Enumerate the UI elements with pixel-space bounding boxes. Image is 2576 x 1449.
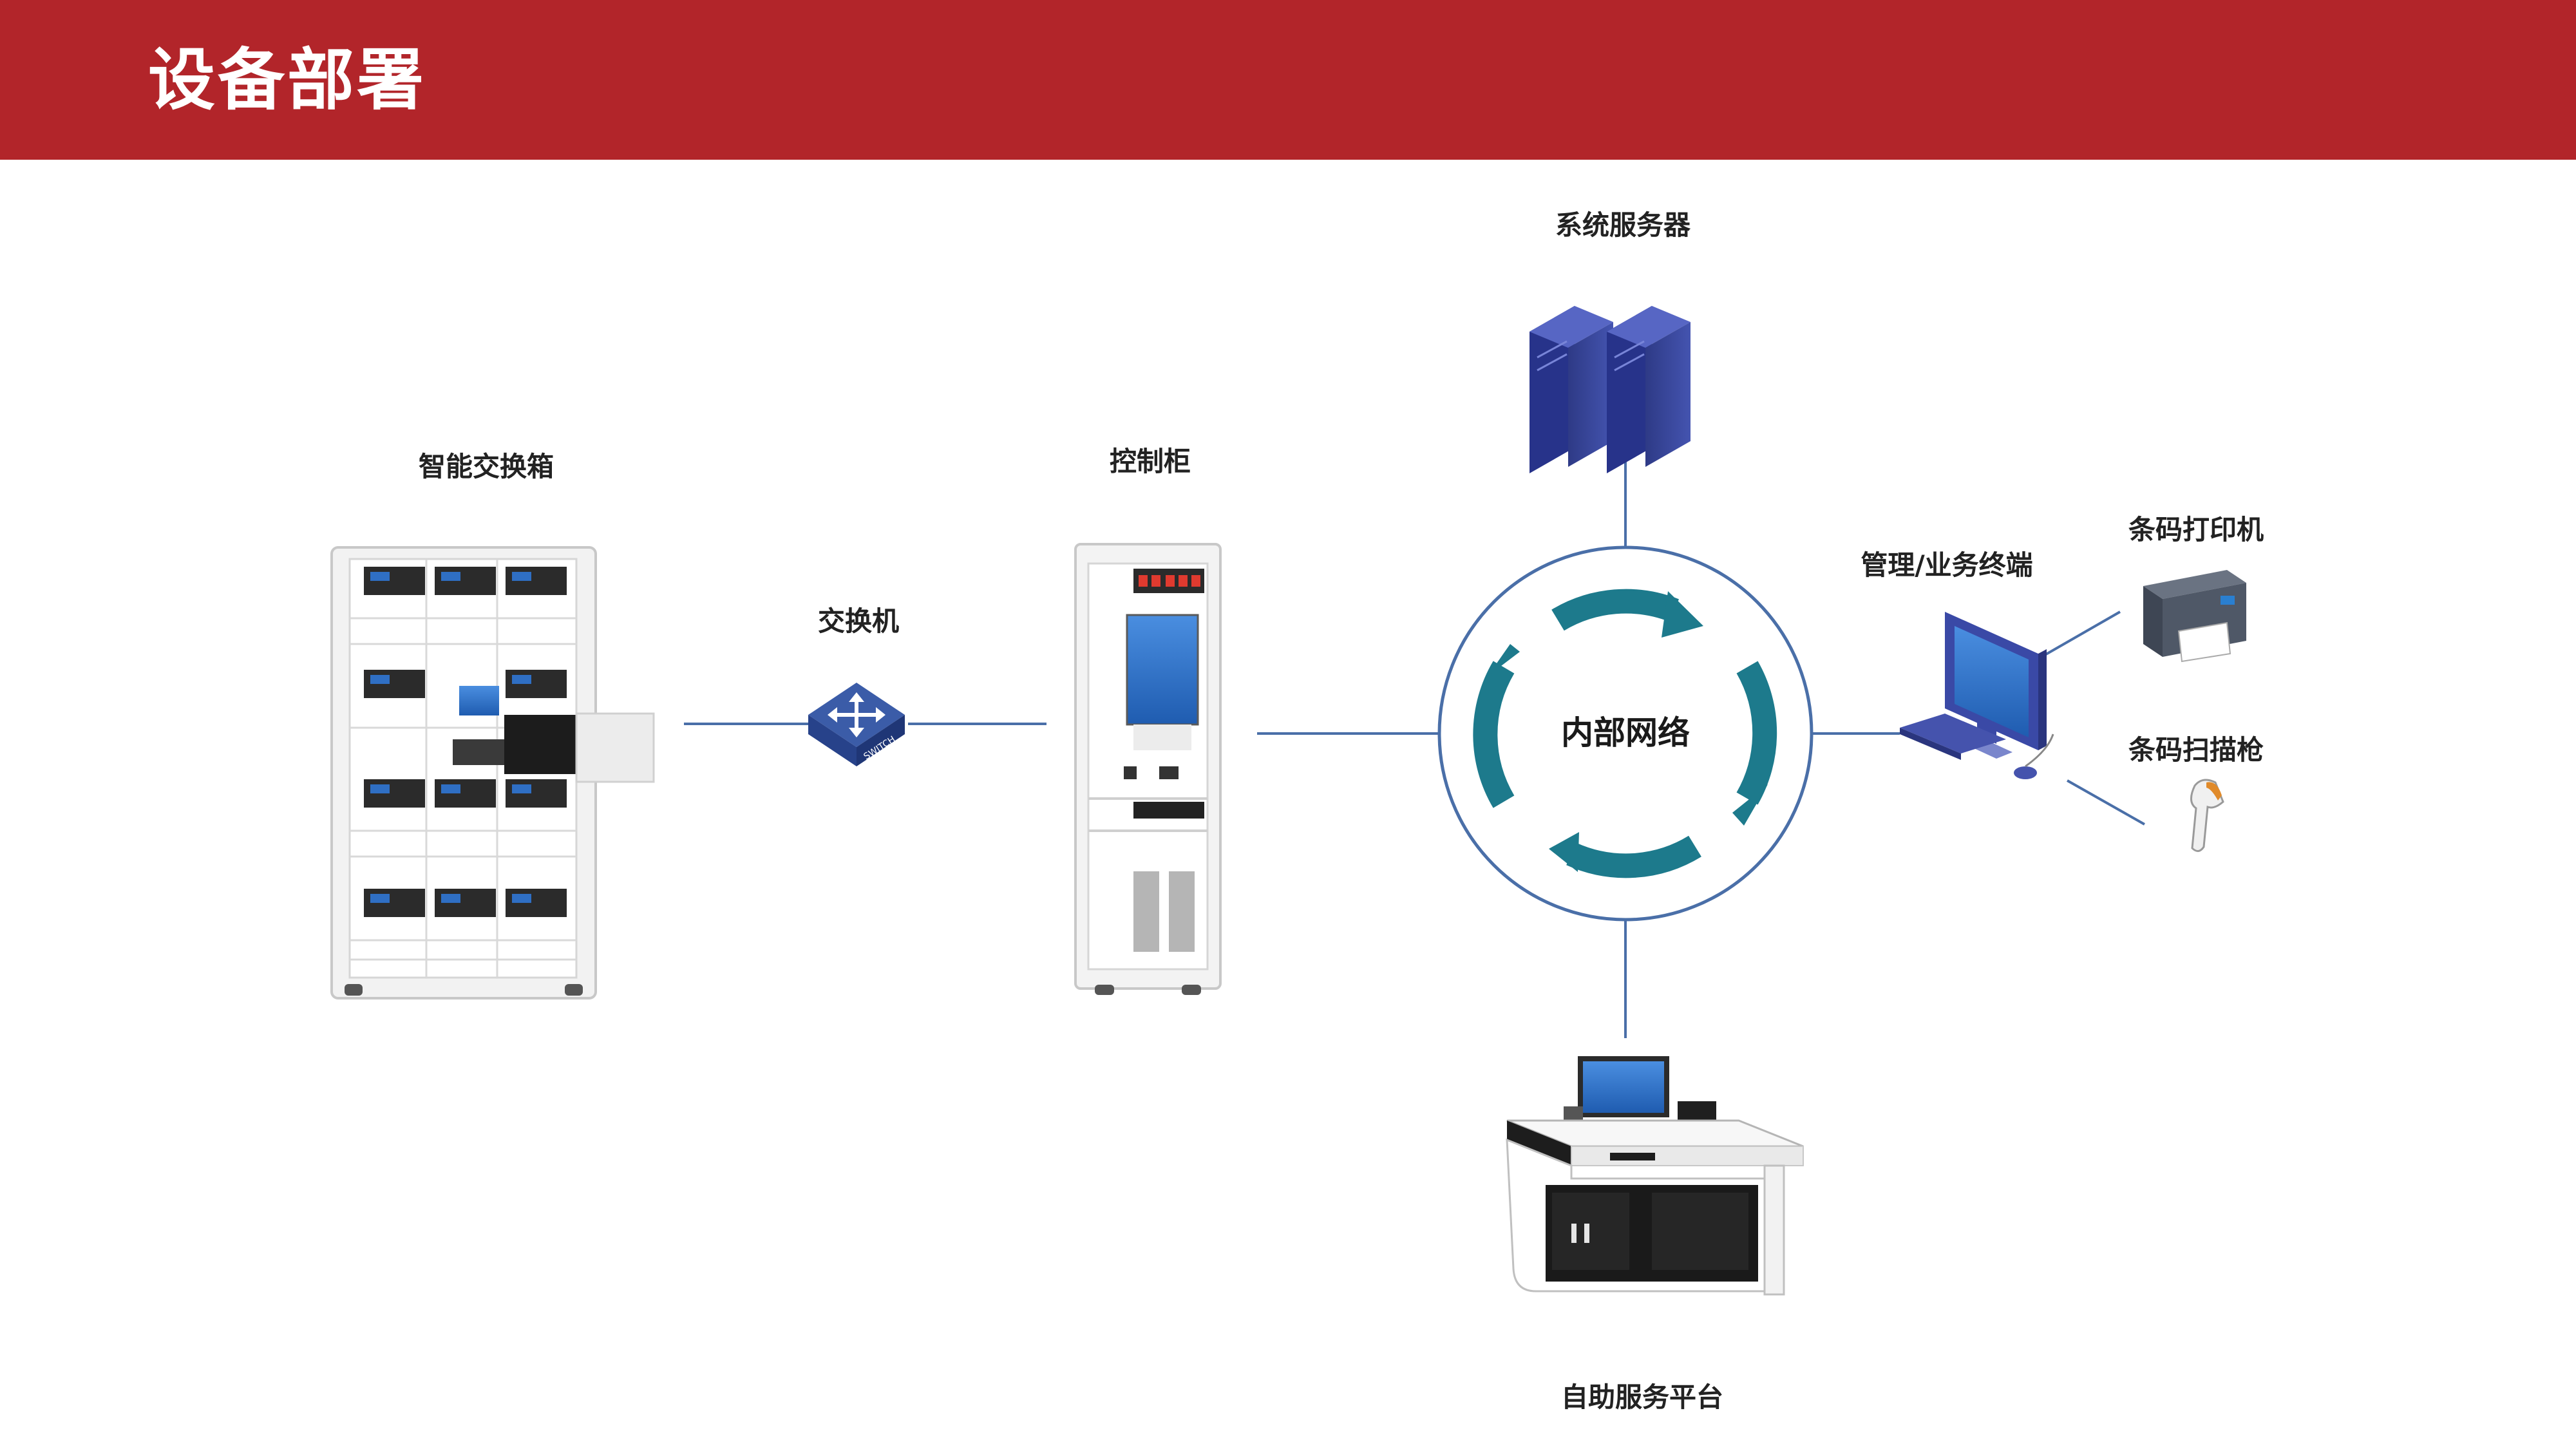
- label-system-server: 系统服务器: [1555, 209, 1691, 241]
- arrowhead-left: [1488, 644, 1520, 676]
- page-title: 设备部署: [148, 41, 427, 119]
- server-icon: [1530, 306, 1690, 473]
- label-management-terminal: 管理/业务终端: [1861, 549, 2033, 581]
- label-self-service-kiosk: 自助服务平台: [1560, 1381, 1724, 1413]
- cycle-arrow-top: [1551, 589, 1679, 631]
- connector-lines: [684, 451, 2145, 1038]
- cycle-arrowheads: [1488, 591, 1768, 872]
- self-service-kiosk-icon: [1506, 1056, 1804, 1296]
- control-cabinet-icon: [1074, 543, 1222, 995]
- network-switch-icon: SWITCH: [808, 683, 905, 766]
- smart-locker-icon: [330, 546, 655, 999]
- network-cycle-icon: [1437, 545, 1814, 922]
- label-switch: 交换机: [817, 605, 900, 637]
- title-bar: 设备部署: [0, 0, 2576, 160]
- label-internal-network: 内部网络: [1561, 714, 1690, 752]
- label-barcode-scanner: 条码扫描枪: [2128, 734, 2264, 766]
- cycle-arrow-bottom: [1566, 835, 1701, 878]
- desktop-computer-icon: [1900, 612, 2054, 779]
- edge-terminal-scanner: [2067, 779, 2145, 826]
- arrowhead-bottom: [1549, 832, 1579, 872]
- label-smart-locker: 智能交换箱: [418, 451, 554, 482]
- cycle-arrow-left: [1473, 661, 1515, 808]
- arrowhead-top: [1662, 591, 1703, 638]
- barcode-printer-icon: [2143, 570, 2246, 663]
- edge-terminal-printer: [2041, 611, 2121, 658]
- barcode-scanner-icon: [2190, 779, 2224, 852]
- cycle-arrows: [1473, 589, 1777, 878]
- network-ring: [1437, 545, 1814, 922]
- cycle-arrow-right: [1736, 661, 1777, 805]
- arrowhead-right: [1732, 784, 1768, 826]
- label-barcode-printer: 条码打印机: [2128, 514, 2264, 545]
- label-control-cabinet: 控制柜: [1109, 446, 1191, 477]
